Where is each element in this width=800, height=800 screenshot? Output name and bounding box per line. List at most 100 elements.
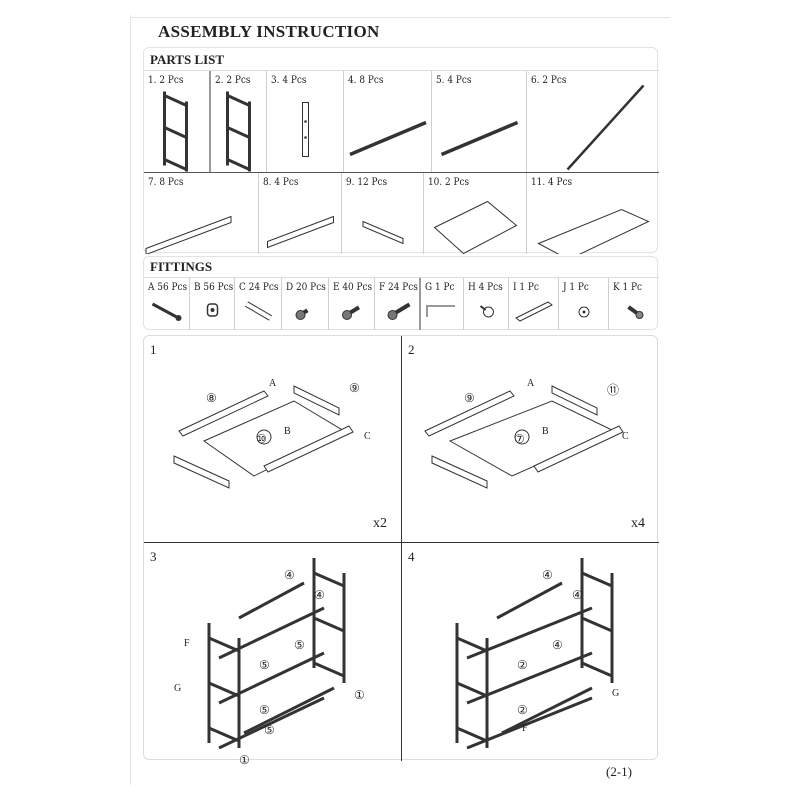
callout-label: ④ bbox=[284, 568, 295, 582]
callout-label: ① bbox=[239, 753, 250, 767]
callout-label: F bbox=[522, 723, 528, 734]
allen-key-icon bbox=[426, 305, 455, 317]
part-10: 10. 2 Pcs bbox=[423, 173, 526, 254]
part-3: 3. 4 Pcs bbox=[266, 71, 343, 172]
item-label: 5. 4 Pcs bbox=[436, 74, 472, 86]
callout-label: ⑩ bbox=[256, 432, 267, 446]
connector-post-icon bbox=[302, 102, 309, 157]
item-label: 7. 8 Pcs bbox=[148, 176, 184, 188]
dowel-icon bbox=[244, 301, 273, 321]
bracket-icon bbox=[515, 301, 553, 322]
part-d: D 20 Pcs bbox=[281, 278, 328, 330]
part-6: 6. 2 Pcs bbox=[526, 71, 659, 172]
callout-label: A bbox=[269, 378, 277, 389]
page-number: (2-1) bbox=[606, 764, 632, 779]
step-4-panel: 4 ④ ④ ④ ② ② F G bbox=[402, 543, 659, 749]
callout-label: ② bbox=[517, 703, 528, 717]
part-h: H 4 Pcs bbox=[463, 278, 508, 330]
callout-label: G bbox=[612, 688, 620, 699]
part-j: J 1 Pc bbox=[558, 278, 608, 330]
item-label: B 56 Pcs bbox=[194, 281, 234, 293]
ladder-frame-icon bbox=[163, 91, 188, 172]
callout-label: G bbox=[174, 683, 182, 694]
rod-icon bbox=[349, 120, 427, 157]
short-rail-icon bbox=[362, 220, 404, 245]
assembly-diagram bbox=[424, 385, 624, 489]
step-number: 4 bbox=[408, 549, 415, 564]
divider bbox=[144, 542, 659, 543]
page-border bbox=[130, 15, 131, 785]
part-g: G 1 Pc bbox=[419, 278, 463, 330]
item-label: J 1 Pc bbox=[563, 281, 589, 293]
callout-label: ⑤ bbox=[259, 658, 270, 672]
callout-label: C bbox=[622, 431, 629, 442]
divider bbox=[401, 336, 402, 761]
assembly-diagram bbox=[455, 558, 614, 749]
item-label: F 24 Pcs bbox=[379, 281, 418, 293]
assembly-diagram bbox=[207, 558, 346, 749]
callout-label: ④ bbox=[572, 588, 583, 602]
item-label: A 56 Pcs bbox=[148, 281, 188, 293]
step-number: 1 bbox=[150, 342, 157, 357]
rod-icon bbox=[440, 120, 519, 157]
part-5: 5. 4 Pcs bbox=[431, 71, 526, 172]
part-e: E 40 Pcs bbox=[328, 278, 374, 330]
screw-icon bbox=[342, 305, 361, 320]
step-number: 3 bbox=[150, 549, 157, 564]
step-number: 2 bbox=[408, 342, 415, 357]
item-label: G 1 Pc bbox=[425, 281, 455, 293]
divider bbox=[144, 172, 659, 173]
callout-label: ② bbox=[517, 658, 528, 672]
parts-list-heading: PARTS LIST bbox=[150, 52, 225, 67]
part-1: 1. 2 Pcs bbox=[144, 71, 209, 172]
long-rail-icon bbox=[145, 215, 232, 254]
item-label: E 40 Pcs bbox=[333, 281, 373, 293]
long-panel-icon bbox=[537, 208, 650, 254]
part-i: I 1 Pc bbox=[508, 278, 558, 330]
callout-label: ④ bbox=[542, 568, 553, 582]
step-multiplier: x2 bbox=[373, 516, 387, 531]
callout-label: ⑨ bbox=[349, 381, 360, 395]
part-f: F 24 Pcs bbox=[374, 278, 419, 330]
knob-icon bbox=[479, 305, 494, 318]
item-label: I 1 Pc bbox=[513, 281, 539, 293]
short-screw-icon bbox=[295, 308, 309, 320]
fittings-heading: FITTINGS bbox=[150, 259, 213, 274]
callout-label: C bbox=[364, 431, 371, 442]
part-k: K 1 Pc bbox=[608, 278, 659, 330]
item-label: 9. 12 Pcs bbox=[346, 176, 388, 188]
page-title: ASSEMBLY INSTRUCTION bbox=[158, 22, 380, 41]
parts-list-section: PARTS LIST 1. 2 Pcs 2. 2 Pcs 3. 4 Pcs 4. 8 … bbox=[143, 47, 659, 254]
part-9: 9. 12 Pcs bbox=[341, 173, 423, 254]
callout-label: ⑤ bbox=[264, 723, 275, 737]
item-label: H 4 Pcs bbox=[468, 281, 503, 293]
callout-label: ④ bbox=[552, 638, 563, 652]
long-rod-icon bbox=[566, 84, 645, 171]
assembly-diagram bbox=[173, 385, 354, 489]
item-label: 8. 4 Pcs bbox=[263, 176, 299, 188]
callout-label: A bbox=[527, 378, 535, 389]
panel-icon bbox=[433, 200, 518, 254]
cam-bolt-icon bbox=[151, 302, 182, 321]
callout-label: ① bbox=[354, 688, 365, 702]
part-11: 11. 4 Pcs bbox=[526, 173, 659, 254]
item-label: C 24 Pcs bbox=[239, 281, 279, 293]
divider bbox=[144, 70, 659, 71]
washer-icon bbox=[578, 306, 590, 318]
cam-lock-icon bbox=[206, 303, 219, 317]
part-a: A 56 Pcs bbox=[144, 278, 189, 330]
wood-screw-icon bbox=[627, 305, 644, 319]
item-label: 3. 4 Pcs bbox=[271, 74, 307, 86]
long-screw-icon bbox=[387, 302, 411, 320]
item-label: 1. 2 Pcs bbox=[148, 74, 184, 86]
item-label: 2. 2 Pcs bbox=[215, 74, 251, 86]
part-c: C 24 Pcs bbox=[234, 278, 281, 330]
item-label: 6. 2 Pcs bbox=[531, 74, 567, 86]
callout-label: ⑦ bbox=[514, 432, 525, 446]
item-label: K 1 Pc bbox=[613, 281, 643, 293]
part-4: 4. 8 Pcs bbox=[343, 71, 431, 172]
